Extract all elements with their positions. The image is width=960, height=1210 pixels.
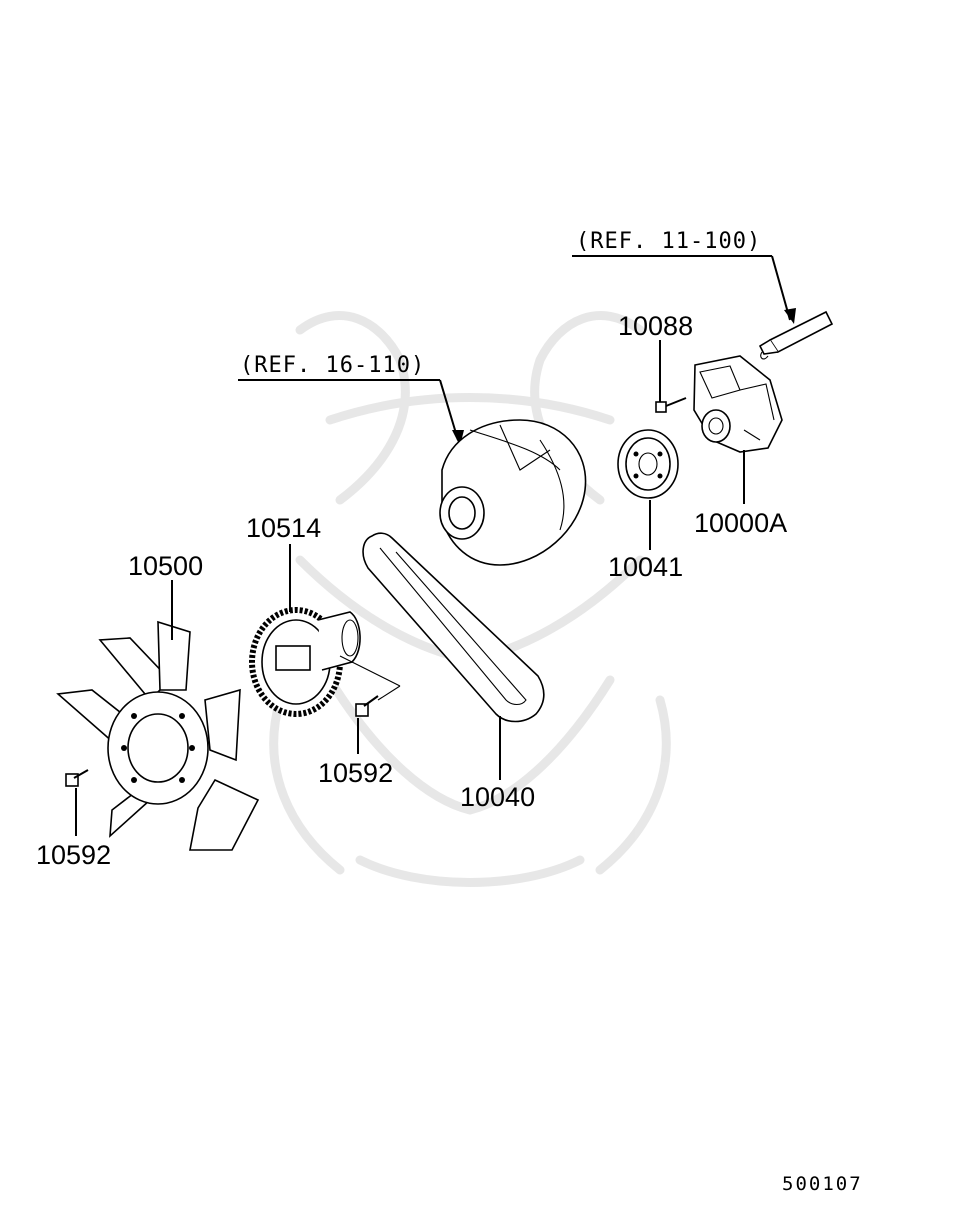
fan-blade: [56, 620, 260, 851]
callout-fan-clutch: 10514: [246, 513, 321, 543]
leader-lines: [75, 340, 745, 836]
power-steering-pump: [693, 355, 783, 453]
callout-drive-belt: 10040: [460, 782, 535, 812]
callout-idler-pulley: 10041: [608, 552, 683, 582]
ref-alternator-label: (REF. 16-110): [240, 353, 425, 378]
callout-fan-blade: 10500: [128, 551, 203, 581]
callout-pump-bolt: 10088: [618, 311, 693, 341]
fan-clutch-bolt: [339, 655, 401, 717]
ref-alternator: (REF. 16-110): [238, 353, 464, 446]
sealant-tube: [758, 310, 834, 360]
watermark-emblem: [269, 311, 671, 887]
ref-pump-sealant: (REF. 11-100): [572, 229, 796, 324]
idler-pulley: [617, 429, 679, 499]
ref-pump-sealant-label: (REF. 11-100): [576, 229, 761, 254]
diagram-code: 500107: [782, 1173, 863, 1195]
fan-clutch: [249, 607, 361, 717]
callout-power-steering-pump: 10000A: [694, 508, 787, 538]
callout-fan-clutch-bolt: 10592: [318, 758, 393, 788]
callout-fan-blade-bolt: 10592: [36, 840, 111, 870]
fan-blade-bolt: [65, 769, 89, 787]
alternator: [439, 419, 587, 566]
drive-belt: [362, 532, 545, 723]
